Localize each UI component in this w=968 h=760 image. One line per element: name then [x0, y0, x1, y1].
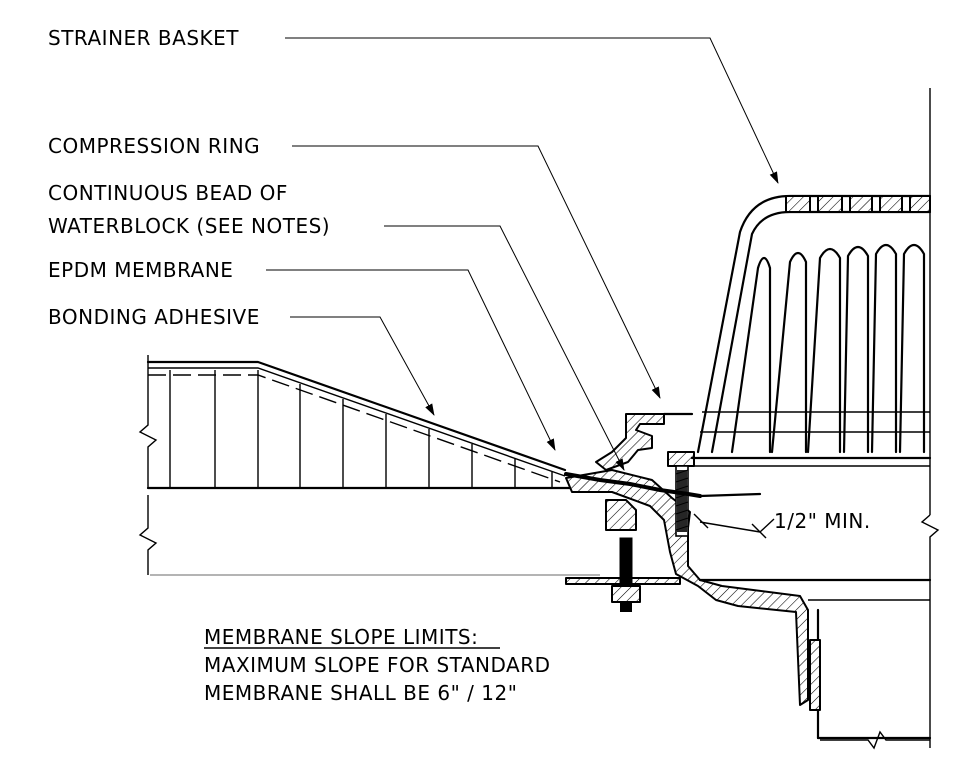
label-bonding-adhesive: BONDING ADHESIVE [48, 305, 260, 329]
note-line-2: MEMBRANE SHALL BE 6" / 12" [204, 681, 517, 705]
clearance-dimension [693, 513, 775, 539]
roof-deck-insulation [138, 355, 602, 576]
strainer-basket-dome [696, 194, 932, 454]
clamping-bolt-right [667, 451, 695, 537]
note-line-1: MAXIMUM SLOPE FOR STANDARD [204, 653, 551, 677]
compression-ring [595, 413, 665, 471]
slope-limits-note: MEMBRANE SLOPE LIMITS: MAXIMUM SLOPE FOR… [204, 625, 551, 705]
clearance-dimension-label: 1/2" MIN. [774, 509, 871, 533]
label-compression-ring: COMPRESSION RING [48, 134, 260, 158]
label-waterblock-line1: CONTINUOUS BEAD OF [48, 181, 288, 205]
epdm-membrane-line [564, 472, 762, 498]
drain-interior [662, 88, 940, 750]
note-heading: MEMBRANE SLOPE LIMITS: [204, 625, 478, 649]
clamping-bolt-lower [611, 537, 641, 612]
label-waterblock-line2: WATERBLOCK (SEE NOTES) [48, 214, 330, 238]
label-epdm-membrane: EPDM MEMBRANE [48, 258, 233, 282]
label-strainer-basket: STRAINER BASKET [48, 26, 239, 50]
callout-leaders [266, 37, 779, 471]
